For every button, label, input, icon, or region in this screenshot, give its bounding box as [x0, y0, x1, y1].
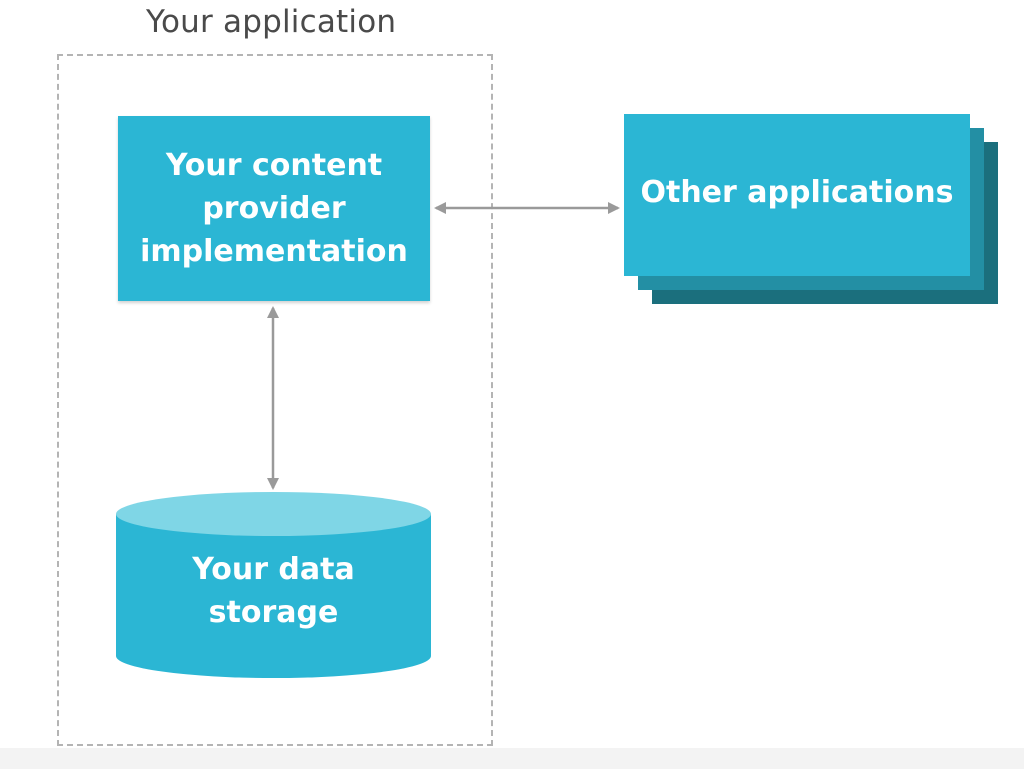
data-storage-label: Your data storage: [116, 548, 431, 634]
content-provider-box: Your content provider implementation: [118, 116, 430, 301]
cylinder-shape: [116, 492, 431, 678]
provider-label-line-1: Your content: [165, 148, 383, 183]
provider-label-line-2: provider: [202, 191, 346, 226]
content-provider-label: Your content provider implementation: [140, 144, 408, 273]
application-title: Your application: [146, 4, 397, 40]
provider-label-line-3: implementation: [140, 234, 408, 269]
storage-label-line-1: Your data: [192, 552, 355, 587]
cylinder-body: [116, 514, 431, 678]
data-storage-cylinder: Your data storage: [116, 492, 431, 678]
cylinder-top: [116, 492, 431, 536]
other-applications-stack: Other applications: [624, 114, 1000, 306]
bottom-band: [0, 748, 1024, 769]
storage-label-line-2: storage: [208, 595, 339, 630]
other-applications-box: Other applications: [624, 114, 970, 276]
other-applications-label: Other applications: [640, 174, 954, 210]
application-boundary: [57, 54, 493, 746]
